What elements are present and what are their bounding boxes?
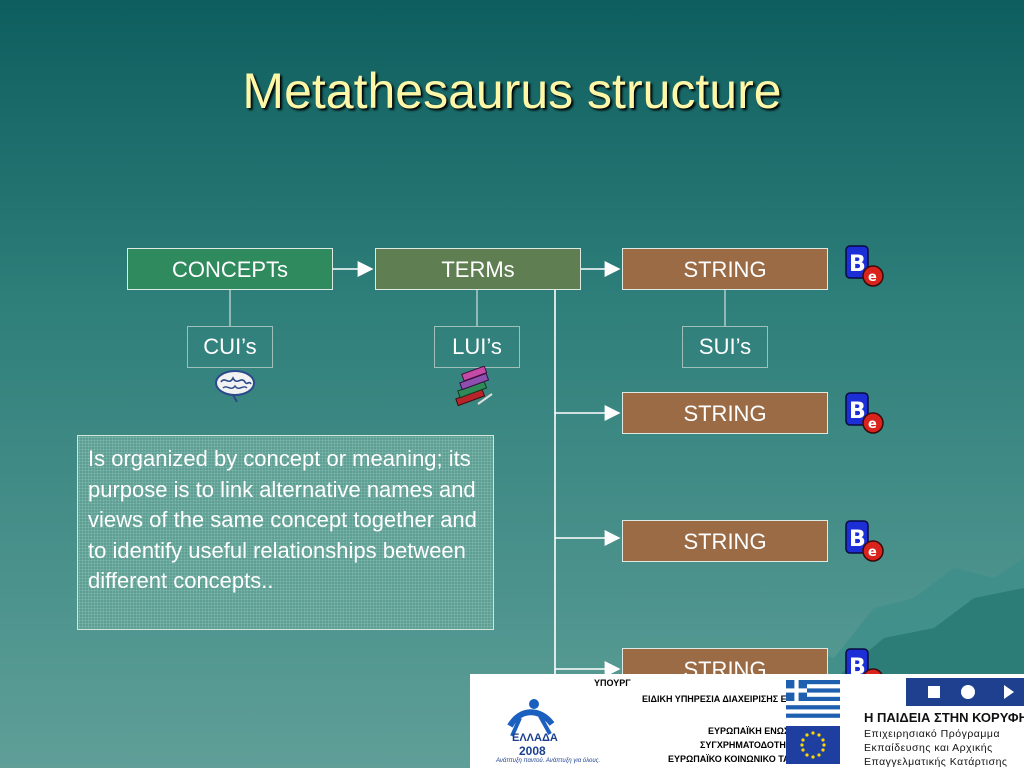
svg-text:e: e xyxy=(868,545,877,560)
eu-flag-icon xyxy=(786,726,840,764)
brain-icon xyxy=(215,370,255,403)
greece-slogan: Ανάπτυξη παντού. Ανάπτυξη για όλους. xyxy=(496,758,601,764)
svg-text:e: e xyxy=(868,270,877,285)
concepts-box: CONCEPTs xyxy=(127,248,333,290)
education-title: Η ΠΑΙΔΕΙΑ ΣΤΗΝ ΚΟΡΥΦΗ xyxy=(864,710,1024,725)
string-box-3: STRING xyxy=(622,520,828,562)
slide-title: Metathesaurus structure xyxy=(242,63,782,119)
education-line-2: Εκπαίδευσης και Αρχικής xyxy=(864,742,993,754)
svg-text:B: B xyxy=(849,399,866,424)
education-line-1: Επιχειρησιακό Πρόγραμμα xyxy=(864,728,1001,740)
funding-logos-strip: ΕΛΛΑΔΑ 2008 Ανάπτυξη παντού. Ανάπτυξη γι… xyxy=(470,674,1024,768)
be-icon-3: B e xyxy=(845,520,884,562)
svg-text:B: B xyxy=(849,527,866,552)
terms-box: TERMs xyxy=(375,248,581,290)
education-program-logo xyxy=(906,678,1024,706)
lui-box: LUI’s xyxy=(434,326,520,368)
greek-flag-icon xyxy=(786,680,840,718)
be-icon-2: B e xyxy=(845,392,884,434)
eu-text: ΕΥΡΩΠΑΪΚΗ ΕΝΩΣΗ xyxy=(708,726,796,736)
greece-logo-year: 2008 xyxy=(519,744,546,758)
svg-text:B: B xyxy=(849,655,866,680)
be-icon-1: B e xyxy=(845,245,884,287)
greece-logo-text: ΕΛΛΑΔΑ xyxy=(512,732,558,744)
string-box-2: STRING xyxy=(622,392,828,434)
education-line-3: Επαγγελματικής Κατάρτισης xyxy=(864,756,1008,768)
cofunding-text: ΣΥΓΧΡΗΜΑΤΟΔΟΤΗΣΗ xyxy=(700,740,798,750)
books-icon xyxy=(455,366,493,407)
sui-box: SUI’s xyxy=(682,326,768,368)
string-box-1: STRING xyxy=(622,248,828,290)
svg-text:e: e xyxy=(868,417,877,432)
social-fund-text: ΕΥΡΩΠΑΪΚΟ ΚΟΙΝΩΝΙΚΟ ΤΑΜΕΙΟ xyxy=(668,754,813,764)
special-service-text: ΕΙΔΙΚΗ ΥΠΗΡΕΣΙΑ ΔΙΑΧΕΙΡΙΣΗΣ ΕΠΕΑΕΚ xyxy=(642,694,819,704)
ministry-partial: ΥΠΟΥΡΓ xyxy=(594,678,631,688)
description-textbox: Is organized by concept or meaning; its … xyxy=(77,435,494,630)
greece-2008-logo xyxy=(507,699,555,737)
svg-text:B: B xyxy=(849,252,866,277)
cui-box: CUI’s xyxy=(187,326,273,368)
